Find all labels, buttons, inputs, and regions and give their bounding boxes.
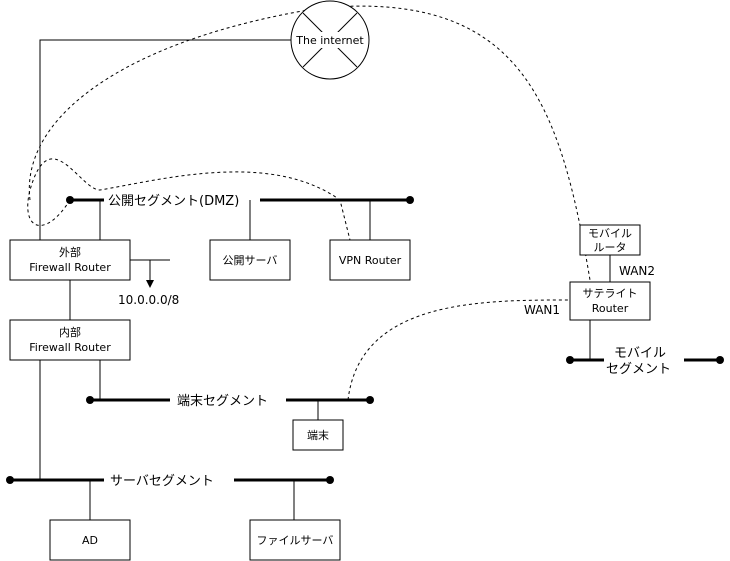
inner-firewall-line1: 内部: [59, 325, 81, 339]
ad-server: AD: [49, 519, 131, 561]
internet-node: The internet: [290, 0, 370, 80]
satellite-router: サテライト Router: [569, 281, 651, 321]
terminal-segment-label: 端末セグメント: [177, 394, 268, 409]
route-arrowhead: [146, 280, 154, 288]
file-server: ファイルサーバ: [249, 519, 341, 561]
mobile-segment-label-line1: モバイル: [614, 346, 666, 361]
vpn-tunnel-dmz: [27, 158, 351, 241]
internet-label: The internet: [295, 34, 364, 47]
vpn-router: VPN Router: [329, 239, 411, 281]
inner-firewall-line2: Firewall Router: [29, 341, 111, 354]
terminal-node: 端末: [292, 419, 344, 451]
public-server: 公開サーバ: [209, 239, 291, 281]
satellite-router-line2: Router: [592, 302, 629, 315]
wire-internet-outer-fw: [39, 39, 292, 240]
mobile-router-line1: モバイル: [588, 227, 632, 240]
wan1-label: WAN1: [524, 303, 560, 317]
ad-label: AD: [82, 534, 98, 547]
inner-firewall-router: 内部 Firewall Router: [9, 319, 131, 361]
public-server-label: 公開サーバ: [223, 254, 278, 267]
wan2-label: WAN2: [619, 264, 655, 278]
vpn-router-label: VPN Router: [339, 254, 402, 267]
terminal-label: 端末: [307, 428, 329, 442]
satellite-router-line1: サテライト: [583, 287, 638, 300]
mobile-router-line2: ルータ: [594, 241, 627, 254]
terminal-segment: 端末セグメント: [86, 394, 374, 409]
dmz-segment: 公開セグメント(DMZ): [66, 194, 414, 209]
server-segment-label: サーバセグメント: [110, 474, 214, 489]
outer-firewall-router: 外部 Firewall Router: [9, 239, 131, 281]
vpn-tunnel-terminal-satellite: [347, 299, 571, 401]
mobile-segment-label-line2: セグメント: [606, 362, 671, 377]
mobile-segment: モバイル セグメント: [566, 346, 724, 377]
route-label: 10.0.0.0/8: [118, 293, 179, 307]
outer-firewall-line1: 外部: [59, 245, 81, 259]
mobile-router: モバイル ルータ: [579, 224, 641, 256]
file-server-label: ファイルサーバ: [257, 534, 334, 547]
outer-firewall-line2: Firewall Router: [29, 261, 111, 274]
server-segment: サーバセグメント: [6, 474, 334, 489]
dmz-segment-label: 公開セグメント(DMZ): [108, 194, 239, 209]
